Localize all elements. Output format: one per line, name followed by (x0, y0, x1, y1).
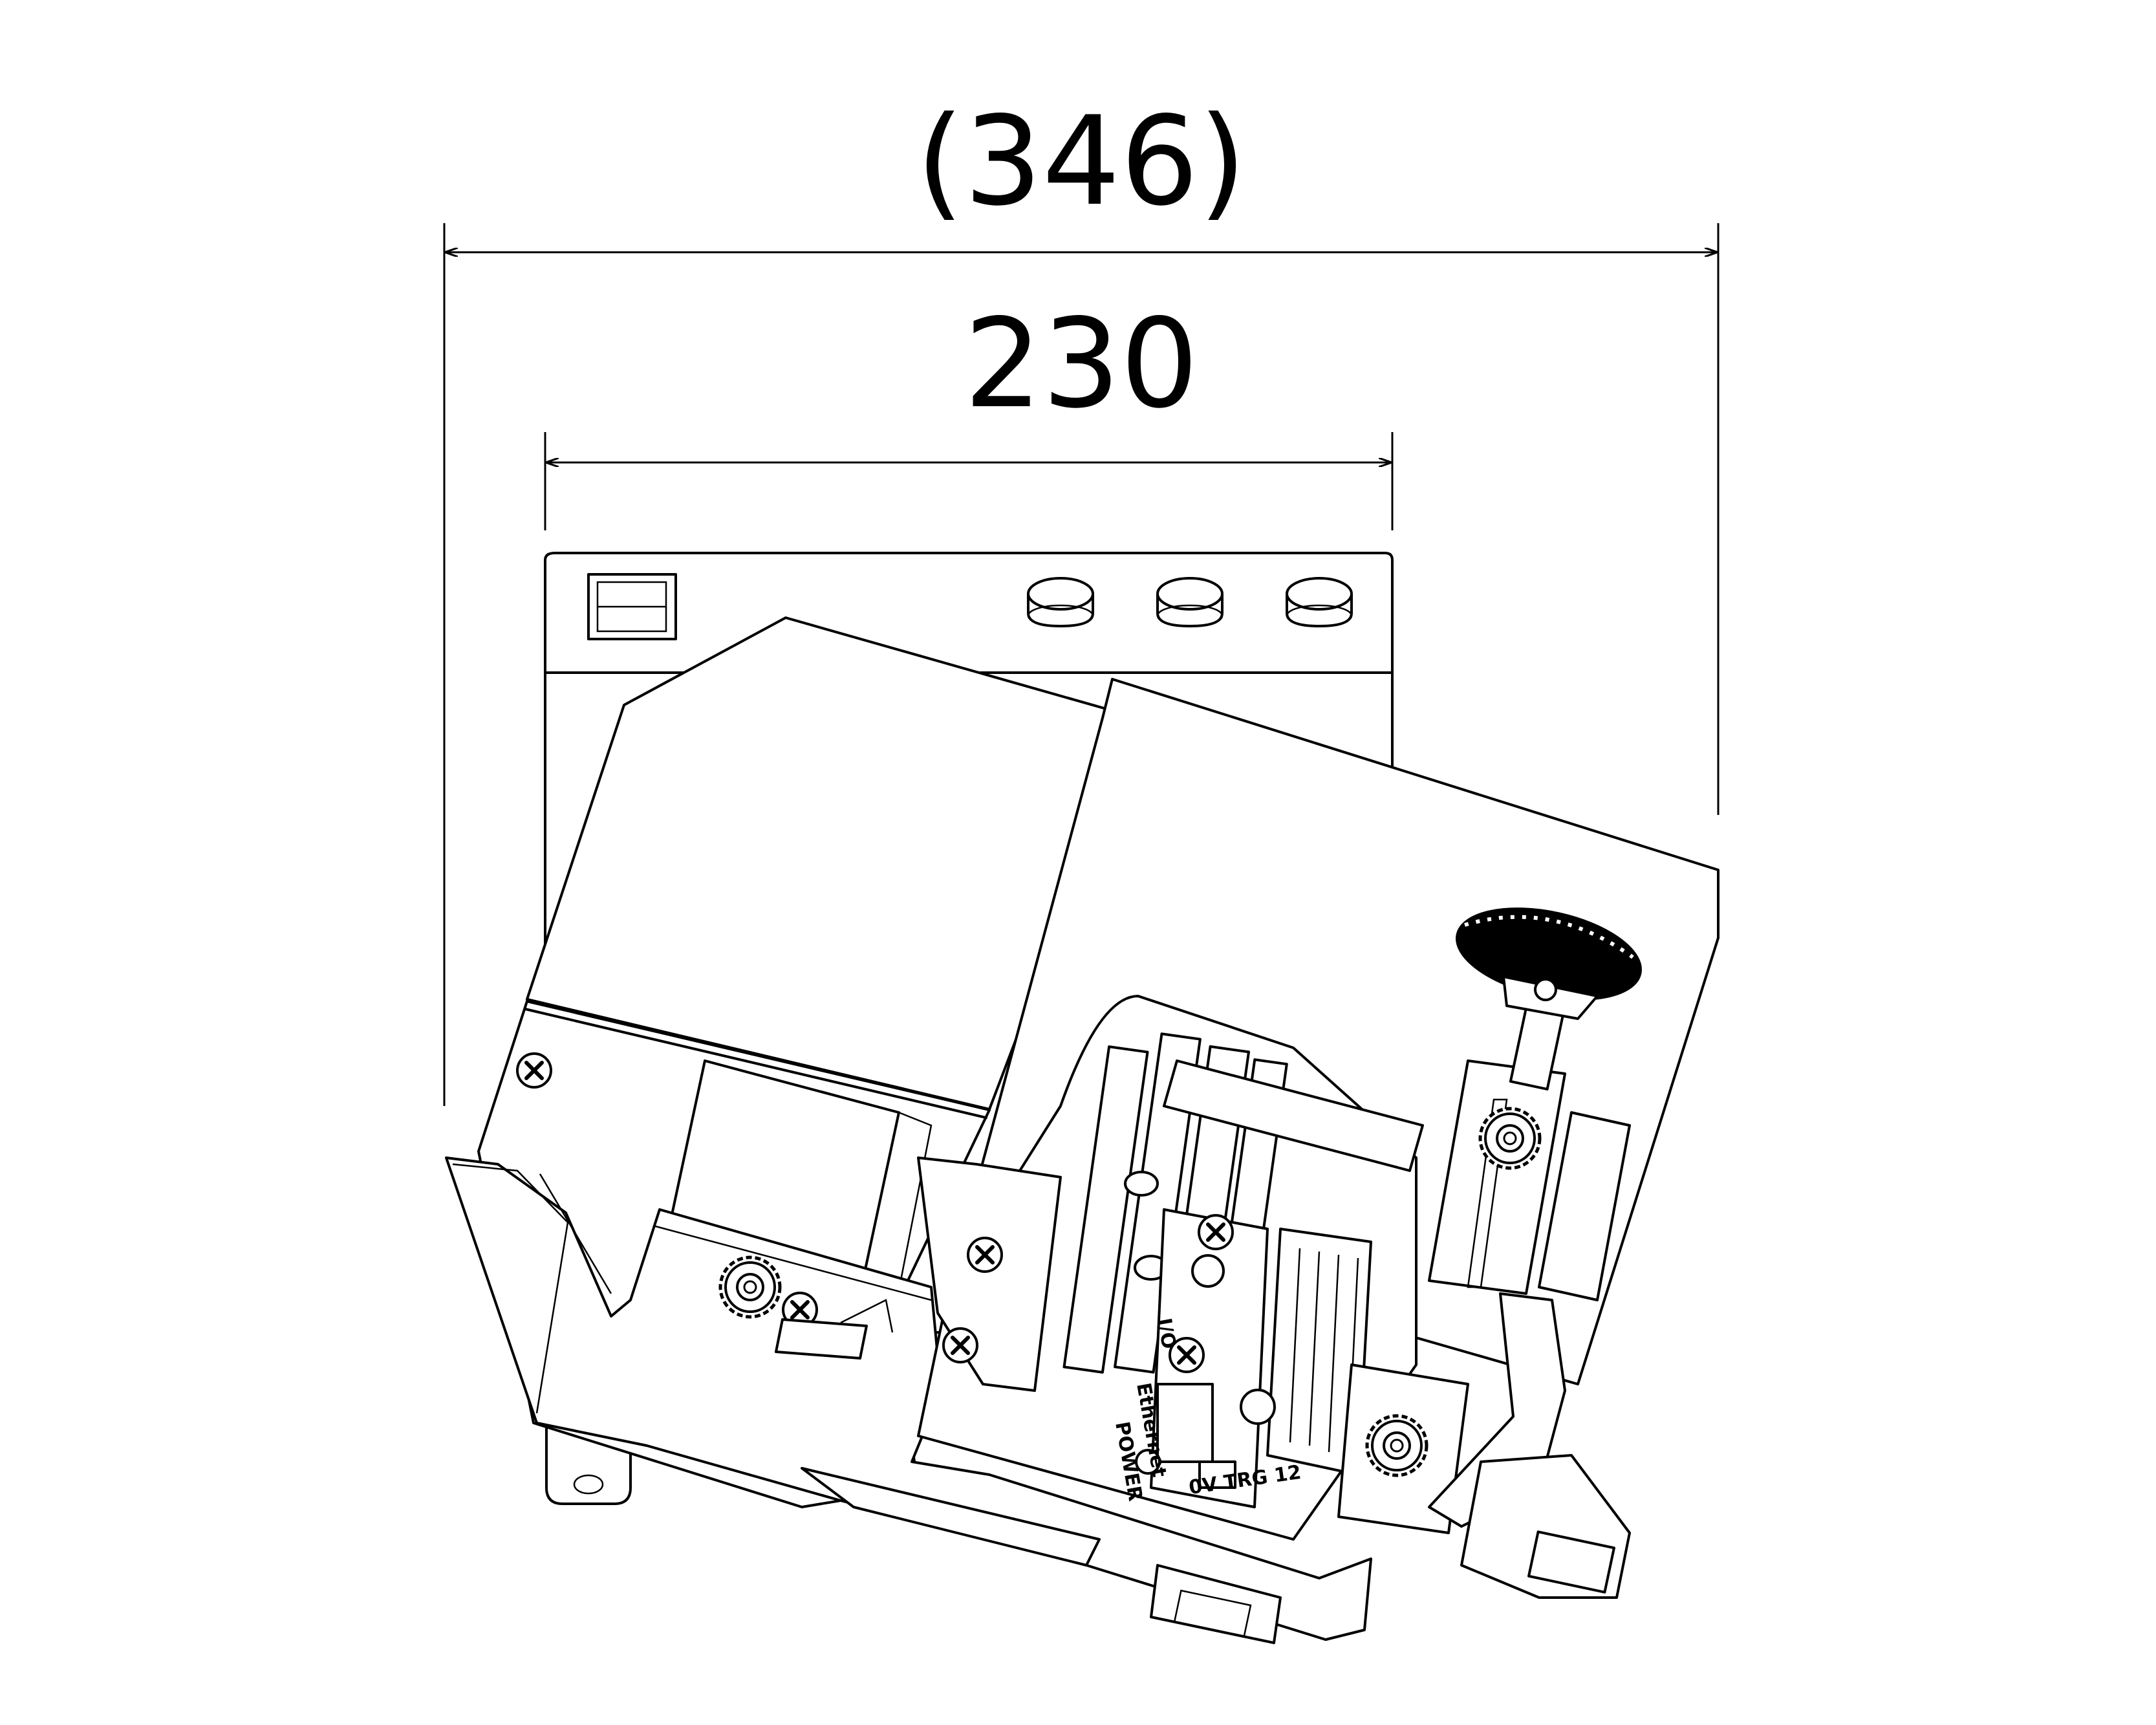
lever-arm (775, 1318, 868, 1360)
print-head-assembly: POWER Ethernet I/O 0V TRG 12 (445, 616, 1719, 1644)
front-guide-plate (445, 1156, 1372, 1641)
button-3 (1286, 577, 1353, 627)
top-knob-assembly (1456, 907, 1642, 1090)
cover-screw-icon (517, 1054, 551, 1087)
bracket-screw-icon (968, 1238, 1002, 1272)
panel-screw-icon-1 (1199, 1215, 1233, 1249)
right-arm-knob-icon (1480, 1109, 1540, 1168)
left-knob-icon (720, 1257, 780, 1317)
dimension-overall: (346) (443, 90, 1719, 1106)
power-switch (587, 573, 677, 640)
ethernet-port (1156, 1383, 1214, 1463)
body-width-label: 230 (964, 292, 1199, 435)
belt (1163, 1059, 1424, 1172)
side-block (1538, 1111, 1631, 1301)
lower-chute (801, 1467, 1101, 1567)
dimension-body: 230 (544, 292, 1394, 530)
button-2 (1156, 577, 1224, 627)
button-1 (1027, 577, 1094, 627)
overall-width-label: (346) (916, 90, 1247, 233)
right-lower-knob-icon (1367, 1416, 1427, 1475)
power-jack (1135, 1449, 1161, 1475)
label-io: I/O (1152, 1316, 1180, 1351)
lower-screw-icon (943, 1329, 977, 1362)
trigger-port (1198, 1460, 1236, 1489)
